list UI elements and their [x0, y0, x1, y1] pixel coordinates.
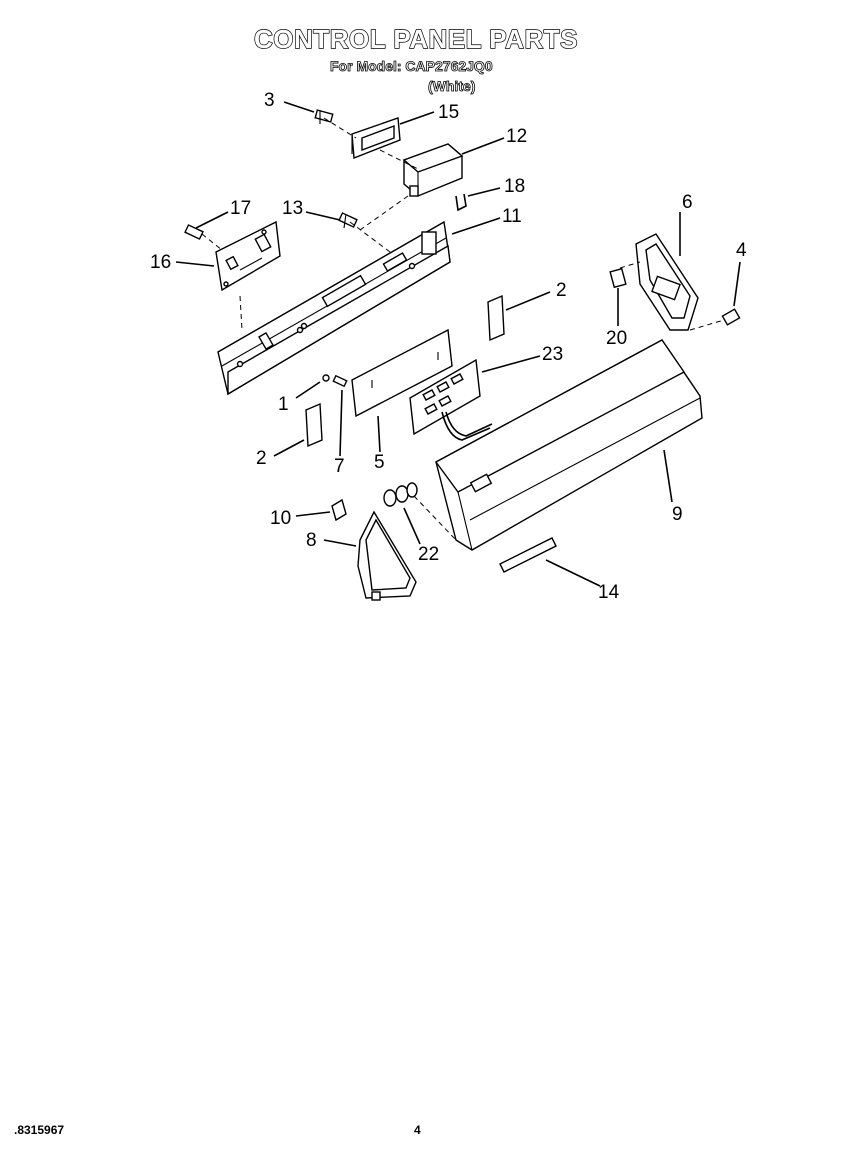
callout-12: 12 [506, 126, 527, 147]
part-5-overlay [351, 328, 453, 418]
callout-22: 22 [418, 544, 439, 565]
part-6-end-cap [635, 233, 699, 331]
callout-6: 6 [682, 192, 693, 213]
callout-11: 11 [502, 206, 522, 227]
leader-lines [175, 101, 741, 587]
part-20-screw [609, 267, 627, 289]
part-11-bracket [217, 220, 451, 396]
part-15-bracket [351, 117, 401, 159]
part-10-clip [331, 498, 347, 522]
callout-2-right: 2 [556, 280, 567, 301]
callout-2-left: 2 [256, 448, 267, 469]
callout-3: 3 [264, 90, 275, 111]
callout-20: 20 [606, 328, 627, 349]
callout-17: 17 [230, 198, 251, 219]
callout-5: 5 [374, 452, 385, 473]
callout-23: 23 [542, 344, 563, 365]
model-line: For Model: CAP2762JQ0 [330, 58, 493, 75]
callout-18: 18 [504, 176, 525, 197]
color-line: (White) [428, 78, 476, 95]
callout-4: 4 [736, 240, 747, 261]
part-8-end-cap [357, 510, 417, 601]
callout-15: 15 [438, 102, 459, 123]
callout-9: 9 [672, 504, 683, 525]
callout-1: 1 [278, 394, 289, 415]
part-12-housing [402, 143, 464, 197]
callout-numbers: 3 15 12 18 17 13 11 6 16 4 2 20 23 1 2 7… [150, 90, 747, 603]
callout-13: 13 [282, 198, 303, 219]
part-17-screw [184, 224, 204, 240]
part-23-touchpad [409, 358, 493, 441]
page-title: CONTROL PANEL PARTS [253, 23, 578, 54]
document-number: .8315967 [14, 1123, 65, 1137]
part-18-clip [455, 193, 467, 212]
part-2-label-left [305, 402, 323, 448]
part-4-screw [721, 308, 741, 326]
part-1-pin [322, 374, 330, 382]
part-22-knobs [383, 482, 418, 507]
part-13-screw [338, 212, 358, 229]
part-2-label-right [487, 294, 505, 342]
part-9-panel-body [434, 339, 703, 551]
part-3-screw [314, 109, 334, 124]
callout-8: 8 [306, 530, 317, 551]
callout-14: 14 [598, 582, 620, 603]
callout-7: 7 [334, 456, 345, 477]
part-7-spring [332, 374, 348, 388]
part-14-trim [499, 537, 557, 573]
callout-10: 10 [270, 508, 291, 529]
callout-16: 16 [150, 252, 171, 273]
part-16-board [215, 220, 281, 292]
page-number: 4 [414, 1123, 421, 1137]
